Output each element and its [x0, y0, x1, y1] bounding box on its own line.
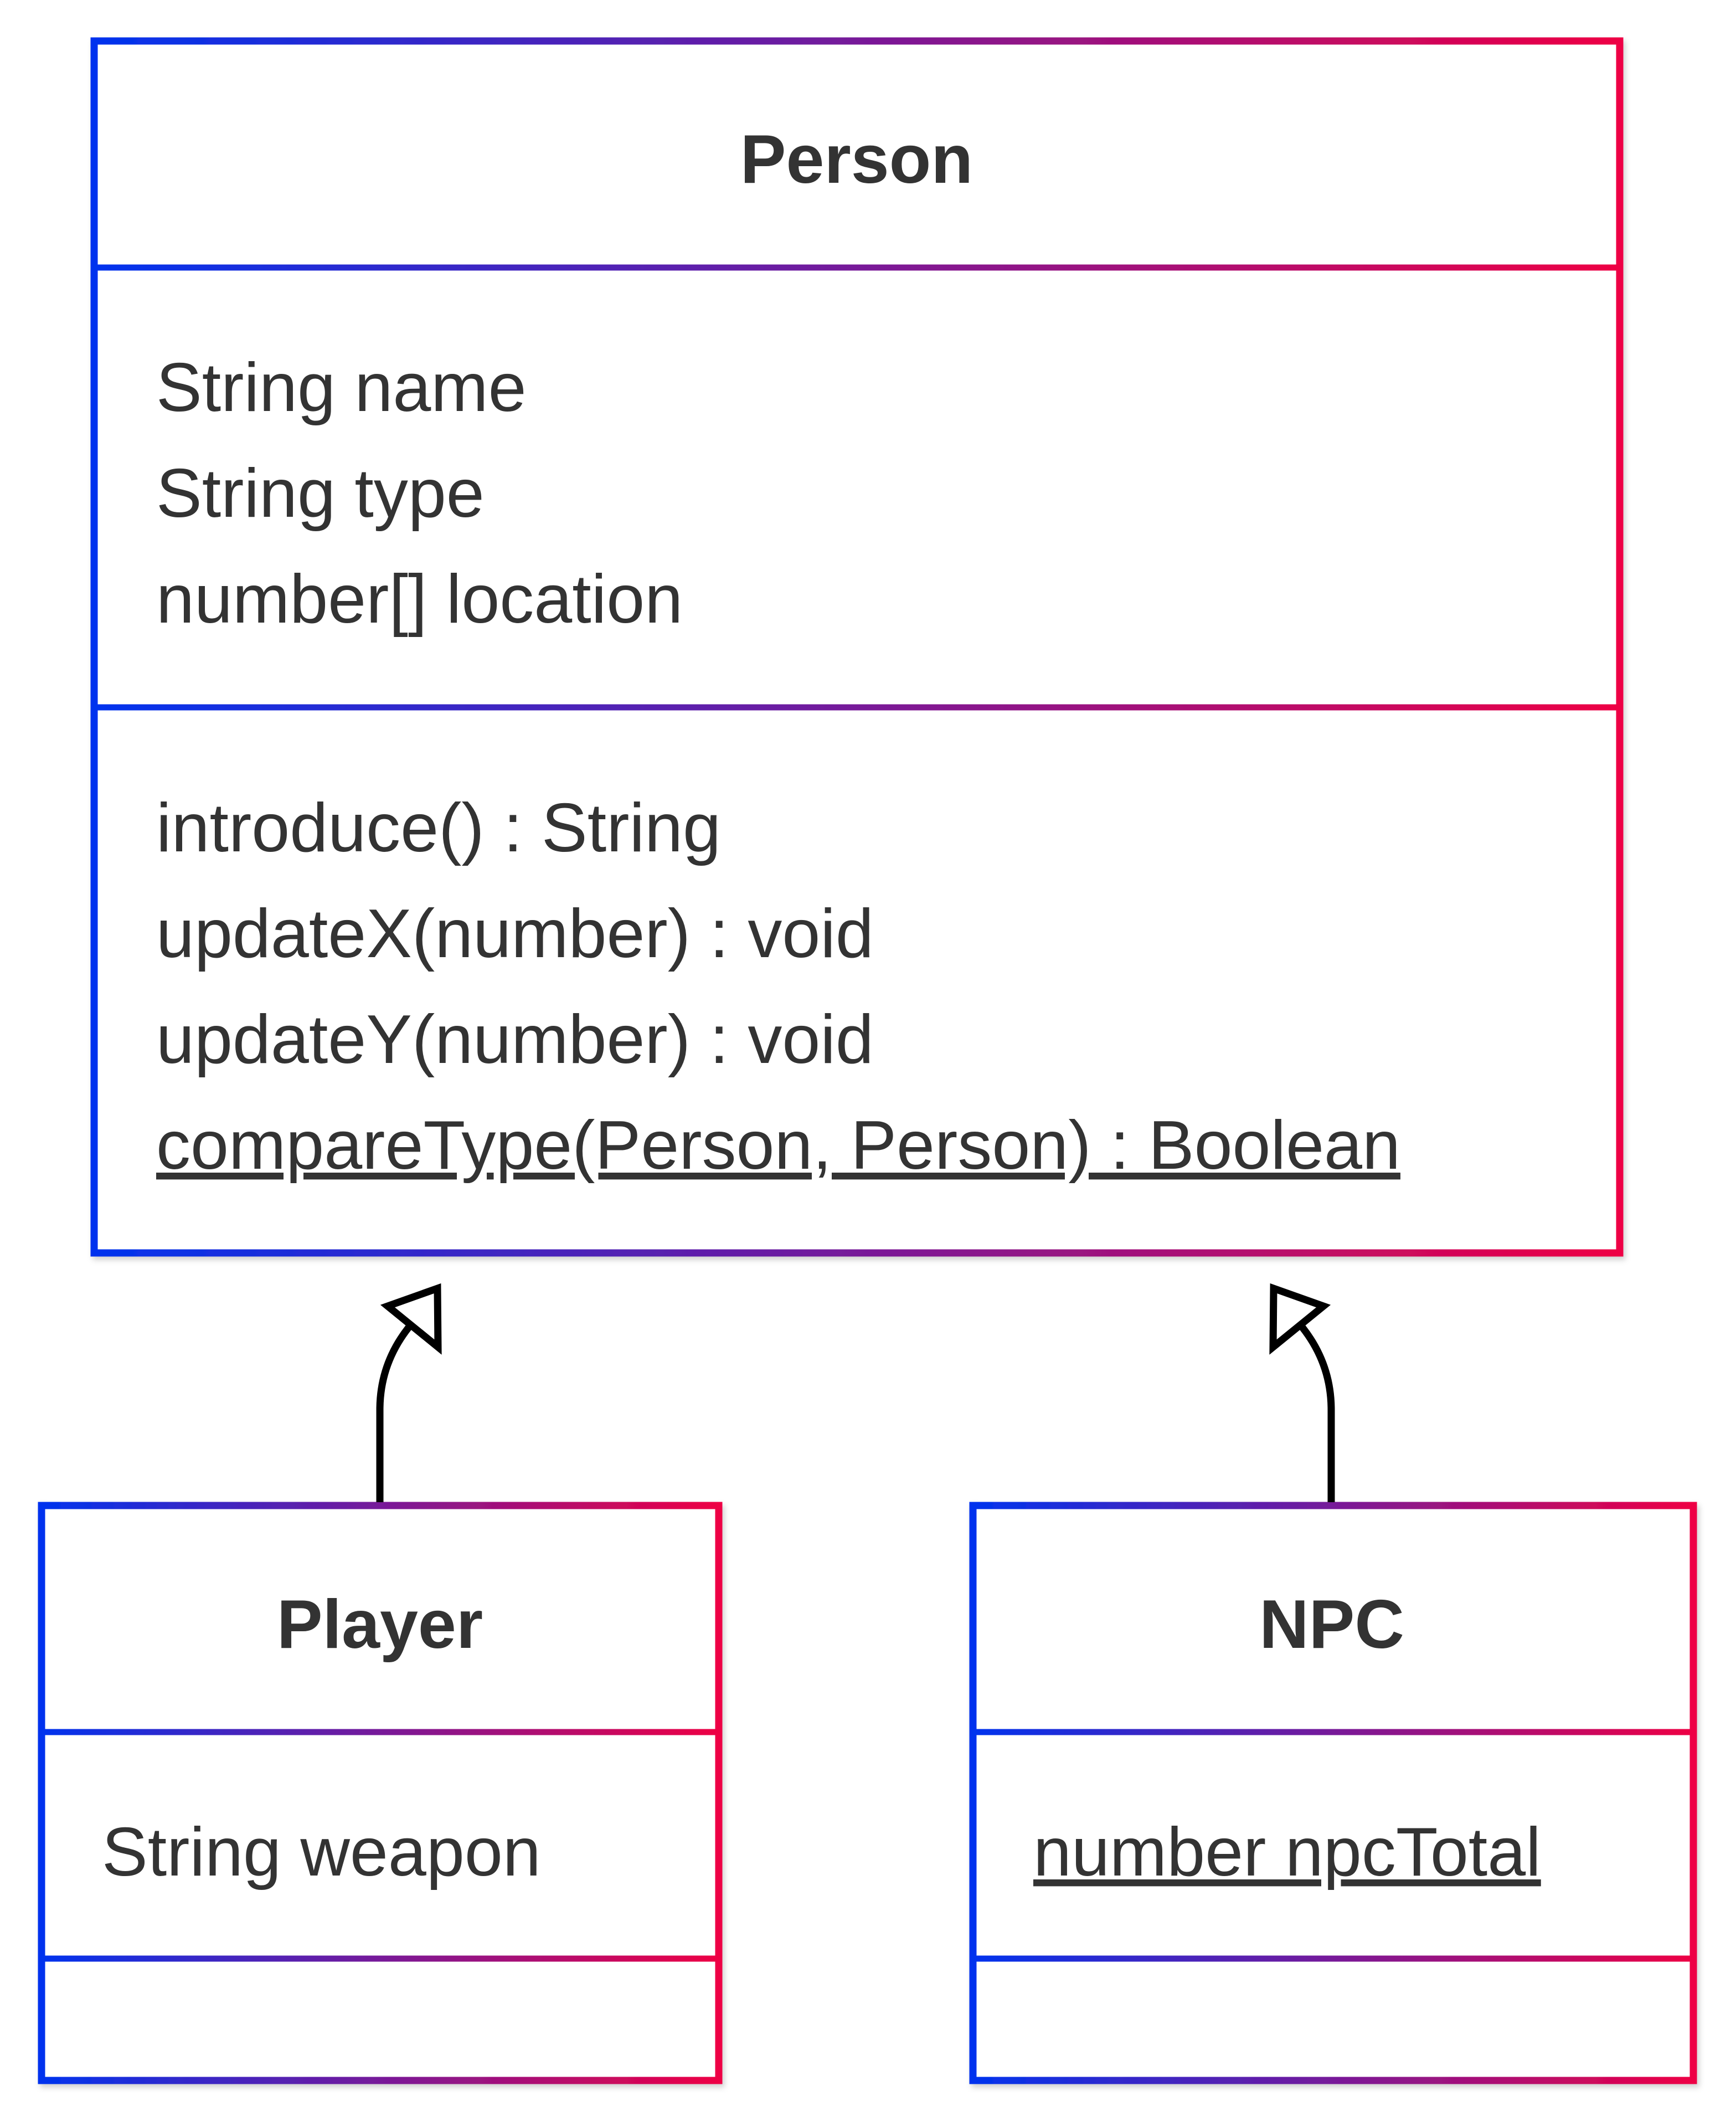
class-player: Player String weapon [38, 1502, 723, 2084]
class-npc-name: NPC [1259, 1586, 1404, 1663]
inheritance-arrowhead-icon [1269, 1283, 1331, 1355]
class-player-box [38, 1502, 723, 2084]
class-person-attribute: String name [156, 350, 527, 426]
class-person-name: Person [740, 121, 973, 198]
class-person-attribute: number[] location [156, 561, 683, 638]
class-player-name: Player [277, 1586, 483, 1663]
class-npc: NPC number npcTotal [969, 1502, 1697, 2084]
class-person-method: updateX(number) : void [156, 896, 874, 972]
class-person: Person String name String type number[] … [90, 37, 1624, 1257]
inheritance-arrow-player-person [376, 1283, 442, 1502]
inheritance-arrowhead-icon [380, 1283, 442, 1355]
class-npc-box [969, 1502, 1697, 2084]
inheritance-line [1292, 1316, 1335, 1502]
class-npc-static-attribute: number npcTotal [1033, 1814, 1541, 1890]
class-person-method: introduce() : String [156, 790, 721, 866]
class-person-attribute: String type [156, 455, 485, 532]
class-person-box [90, 37, 1624, 1257]
inheritance-arrow-npc-person [1269, 1283, 1335, 1502]
class-player-attribute: String weapon [102, 1814, 541, 1890]
class-person-static-method: compareType(Person, Person) : Boolean [156, 1107, 1400, 1184]
inheritance-line [376, 1316, 419, 1502]
class-person-method: updateY(number) : void [156, 1001, 874, 1078]
